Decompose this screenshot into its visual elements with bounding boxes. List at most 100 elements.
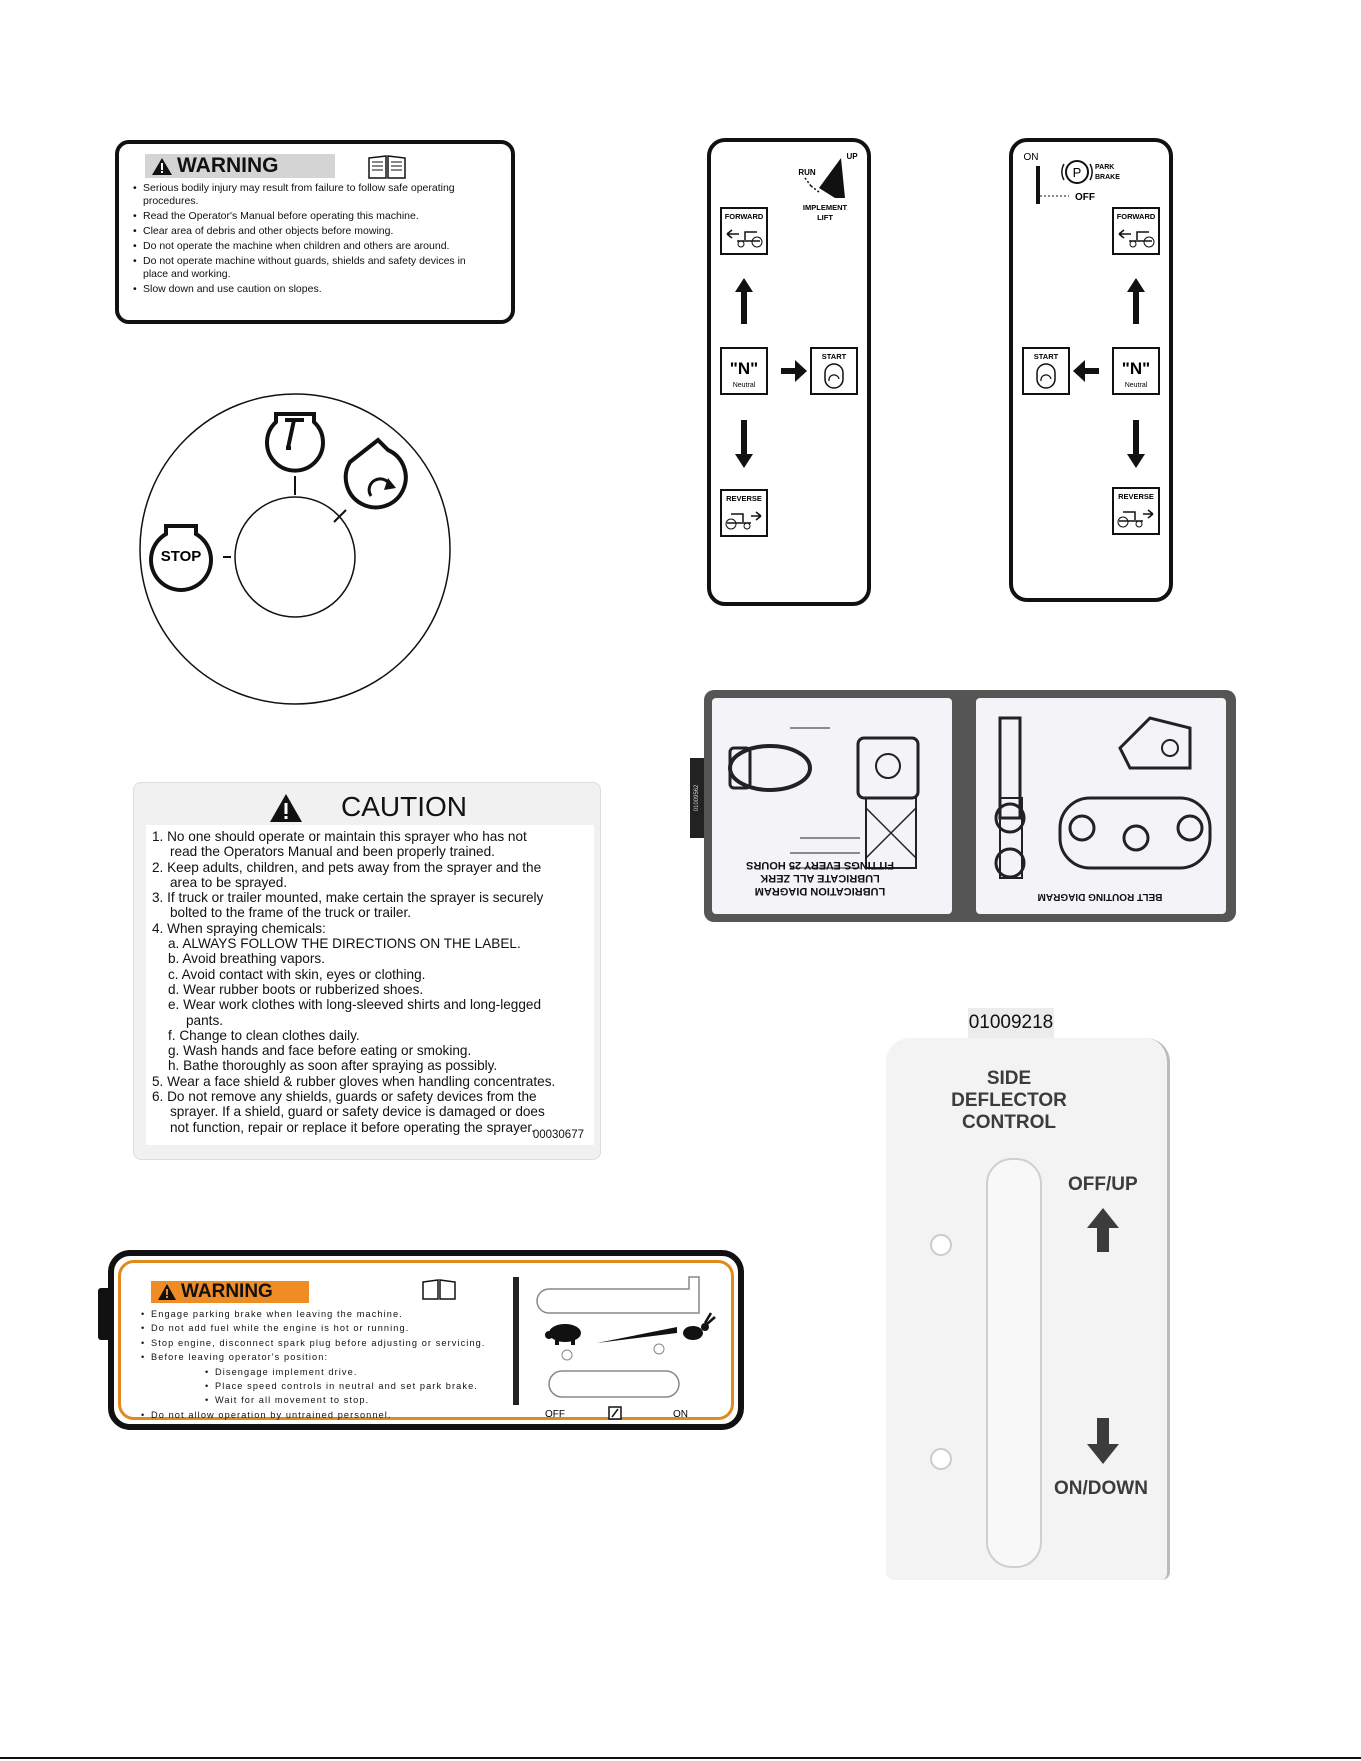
part-number-tag: 01009218 bbox=[968, 1008, 1054, 1038]
arrow-down-icon bbox=[1087, 1418, 1119, 1464]
caution-code: 00030677 bbox=[532, 1128, 584, 1141]
caution-line: e. Wear work clothes with long-sleeved s… bbox=[168, 997, 542, 1013]
warning-header: WARNING bbox=[145, 154, 335, 178]
page-bottom-rule bbox=[0, 1757, 1361, 1759]
warning-list: Serious bodily injury may result from fa… bbox=[131, 182, 491, 298]
list-item: Slow down and use caution on slopes. bbox=[131, 283, 491, 296]
neutral-label: Neutral bbox=[733, 382, 756, 389]
caution-line: 6. Do not remove any shields, guards or … bbox=[152, 1089, 537, 1105]
warning-header-text: WARNING bbox=[177, 154, 279, 177]
tractor-icon bbox=[1117, 509, 1154, 528]
caution-line: g. Wash hands and face before eating or … bbox=[168, 1043, 472, 1059]
start-label: START bbox=[822, 352, 847, 361]
shift-panel-left: UP RUN IMPLEMENT LIFT FORWARD "N" Neutra… bbox=[707, 138, 871, 606]
caution-line: pants. bbox=[186, 1012, 224, 1028]
deflector-slot bbox=[986, 1158, 1042, 1568]
reverse-label: REVERSE bbox=[1118, 492, 1154, 501]
lubrication-belt-decal: LUBRICATION DIAGRAM LUBRICATE ALL ZERK F… bbox=[690, 690, 1236, 922]
caution-decal: CAUTION 1. No one should operate or main… bbox=[133, 782, 601, 1160]
lift-run-label: RUN bbox=[798, 168, 816, 177]
caution-line: 2. Keep adults, children, and pets away … bbox=[152, 859, 542, 875]
caution-line: bolted to the frame of the truck or trai… bbox=[170, 905, 412, 921]
on-down-label: ON/DOWN bbox=[1054, 1478, 1148, 1499]
warning-triangle-icon bbox=[158, 1284, 176, 1300]
list-item: Place speed controls in neutral and set … bbox=[141, 1379, 486, 1394]
implement-lift-icon: UP RUN IMPLEMENT LIFT bbox=[798, 152, 858, 222]
arrow-up-icon bbox=[735, 278, 753, 324]
off-label: OFF bbox=[1075, 192, 1095, 203]
mounting-hole bbox=[930, 1234, 952, 1256]
tractor-icon bbox=[725, 511, 762, 530]
list-item: Do not operate the machine when children… bbox=[131, 240, 491, 253]
lube-title-2: LUBRICATE ALL ZERK bbox=[760, 872, 880, 884]
side-deflector-title: SIDE DEFLECTOR CONTROL bbox=[886, 1068, 1132, 1134]
lift-title-2: LIFT bbox=[817, 213, 833, 222]
arrow-down-icon bbox=[1127, 420, 1145, 468]
park-label-2: BRAKE bbox=[1095, 174, 1120, 181]
warning-header: WARNING bbox=[151, 1281, 309, 1303]
caution-line: sprayer. If a shield, guard or safety de… bbox=[170, 1104, 545, 1120]
start-position-icon bbox=[333, 437, 408, 523]
list-item: Disengage implement drive. bbox=[141, 1365, 486, 1380]
lift-up-label: UP bbox=[846, 152, 858, 161]
on-label: ON bbox=[1024, 152, 1039, 163]
caution-line: read the Operators Manual and been prope… bbox=[170, 844, 495, 860]
list-item: Do not allow operation by untrained pers… bbox=[141, 1408, 486, 1423]
arrow-up-icon bbox=[1087, 1208, 1119, 1252]
neutral-n-label: "N" bbox=[1122, 359, 1150, 378]
caution-line: f. Change to clean clothes daily. bbox=[168, 1027, 360, 1043]
lube-title-3: FITTINGS EVERY 25 HOURS bbox=[746, 859, 894, 871]
start-box: START bbox=[810, 347, 858, 395]
off-up-label: OFF/UP bbox=[1068, 1174, 1138, 1195]
neutral-box: "N" Neutral bbox=[720, 347, 768, 395]
rabbit-icon bbox=[683, 1312, 716, 1340]
tractor-icon bbox=[726, 229, 763, 248]
arrow-right-icon bbox=[781, 360, 807, 382]
shift-panel-right: ON OFF P PARK BRAKE FORWARD START "N" Ne… bbox=[1009, 138, 1173, 602]
caution-line: 4. When spraying chemicals: bbox=[152, 920, 326, 936]
list-item: Wait for all movement to stop. bbox=[141, 1393, 486, 1408]
start-icon bbox=[824, 363, 844, 389]
caution-line: d. Wear rubber boots or rubberized shoes… bbox=[168, 981, 424, 997]
lube-part-number: 01009562 bbox=[694, 784, 700, 811]
manual-book-icon bbox=[422, 1279, 456, 1300]
warning-triangle-icon bbox=[152, 158, 172, 175]
lube-title-1: LUBRICATION DIAGRAM bbox=[755, 885, 886, 897]
caution-body: 1. No one should operate or maintain thi… bbox=[146, 825, 594, 1145]
throttle-diagram: OFF ON bbox=[513, 1276, 716, 1420]
side-deflector-decal: SIDE DEFLECTOR CONTROL OFF/UP ON/DOWN bbox=[886, 1038, 1170, 1580]
caution-line: c. Avoid contact with skin, eyes or clot… bbox=[168, 966, 426, 982]
forward-label: FORWARD bbox=[1117, 212, 1156, 221]
turtle-icon bbox=[545, 1324, 581, 1345]
forward-gear-box: FORWARD bbox=[1112, 207, 1160, 255]
list-item: Do not add fuel while the engine is hot … bbox=[141, 1321, 486, 1336]
list-item: Before leaving operator's position: bbox=[141, 1350, 486, 1365]
warning-decal-1: WARNING Serious bodily injury may result… bbox=[115, 140, 515, 324]
arrow-left-icon bbox=[1073, 360, 1099, 382]
park-p-label: P bbox=[1073, 165, 1082, 180]
list-item: Stop engine, disconnect spark plug befor… bbox=[141, 1336, 486, 1351]
park-label-1: PARK bbox=[1095, 164, 1114, 171]
warning-triangle-icon bbox=[270, 794, 302, 822]
arrow-up-icon bbox=[1127, 278, 1145, 324]
caution-line: h. Bathe thoroughly as soon after sprayi… bbox=[168, 1058, 498, 1074]
caution-line: b. Avoid breathing vapors. bbox=[168, 951, 325, 967]
list-item: Engage parking brake when leaving the ma… bbox=[141, 1307, 486, 1322]
start-label: START bbox=[1034, 352, 1059, 361]
lubrication-diagram bbox=[728, 727, 920, 869]
warning-decal-2: WARNING Engage parking brake when leavin… bbox=[98, 1250, 744, 1430]
list-item: Do not operate machine without guards, s… bbox=[131, 255, 491, 281]
caution-line: area to be sprayed. bbox=[170, 874, 288, 890]
caution-line: 5. Wear a face shield & rubber gloves wh… bbox=[152, 1073, 556, 1089]
arrow-down-icon bbox=[735, 420, 753, 468]
belt-routing-title: BELT ROUTING DIAGRAM bbox=[1038, 891, 1163, 902]
reverse-label: REVERSE bbox=[726, 494, 762, 503]
caution-line: 1. No one should operate or maintain thi… bbox=[152, 829, 527, 844]
caution-line: not function, repair or replace it befor… bbox=[170, 1119, 535, 1135]
title-line: DEFLECTOR bbox=[951, 1090, 1067, 1111]
list-item: Clear area of debris and other objects b… bbox=[131, 225, 491, 238]
belt-routing-diagram bbox=[994, 716, 1212, 879]
park-brake-icon: ON OFF P PARK BRAKE bbox=[1024, 152, 1120, 204]
caution-line: 3. If truck or trailer mounted, make cer… bbox=[152, 890, 544, 906]
reverse-gear-box: REVERSE bbox=[1112, 487, 1160, 535]
